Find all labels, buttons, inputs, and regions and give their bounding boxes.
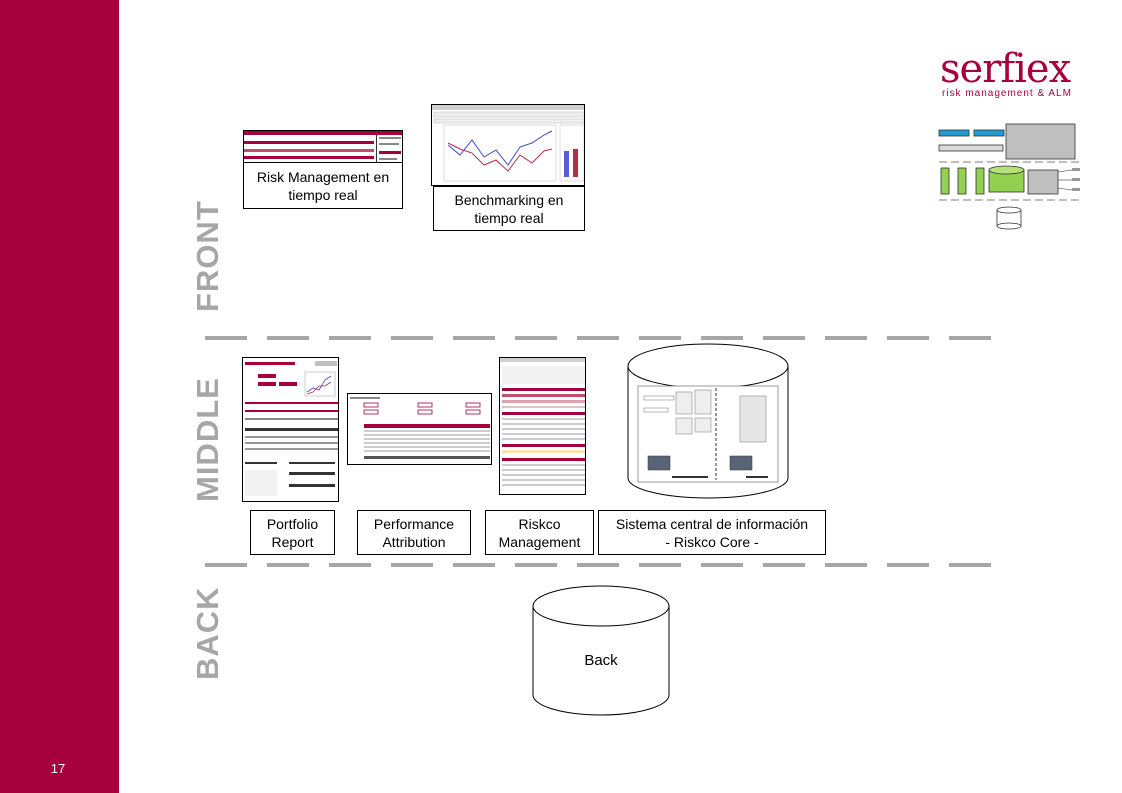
risk-management-caption: Risk Management en tiempo real: [243, 162, 403, 209]
serfiex-logo: serfiex risk management & ALM: [940, 46, 1085, 102]
riskco-core-caption-line1: Sistema central de información: [615, 515, 809, 532]
layer-label-front: FRONT: [190, 200, 225, 312]
portfolio-report-screenshot: [242, 357, 339, 502]
riskco-management-caption: Riskco Management: [485, 510, 594, 555]
logo-tagline: risk management & ALM: [942, 88, 1072, 99]
performance-attribution-screenshot: [347, 393, 492, 465]
layer-label-middle: MIDDLE: [190, 377, 225, 502]
portfolio-report-caption: Portfolio Report: [250, 510, 335, 555]
benchmarking-screenshot: [431, 104, 585, 186]
riskco-core-caption-line2: - Riskco Core -: [665, 533, 759, 550]
layer-label-back: BACK: [190, 586, 225, 680]
logo-wordmark: serfiex: [940, 46, 1071, 92]
back-label: Back: [584, 652, 618, 669]
sidebar-band: [0, 0, 119, 793]
riskco-management-screenshot: [499, 357, 586, 495]
risk-management-screenshot: [243, 130, 403, 163]
benchmarking-caption: Benchmarking en tiempo real: [433, 186, 585, 231]
performance-attribution-caption: Performance Attribution: [357, 510, 471, 555]
page-number: 17: [50, 761, 66, 776]
riskco-core-caption: Sistema central de información - Riskco …: [598, 510, 826, 555]
